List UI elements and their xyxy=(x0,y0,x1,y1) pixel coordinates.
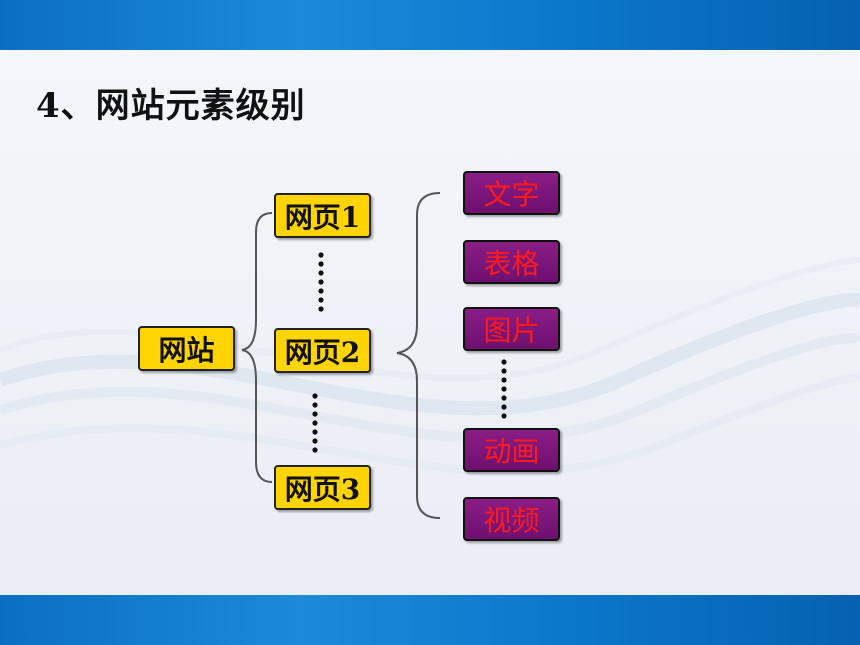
page-node-1: 网页1 xyxy=(274,193,371,238)
page-node-3: 网页3 xyxy=(274,465,371,510)
pages-brace xyxy=(241,212,273,483)
element-node-video: 视频 xyxy=(463,497,560,541)
element-node-animation: 动画 xyxy=(463,428,560,472)
root-node-website: 网站 xyxy=(138,326,235,371)
element-node-image: 图片 xyxy=(463,307,560,351)
element-node-text: 文字 xyxy=(463,171,560,215)
slide-title: 4、网站元素级别 xyxy=(36,86,306,126)
page-node-2: 网页2 xyxy=(274,328,371,373)
bottom-banner xyxy=(0,595,860,645)
page-ellipsis-1 xyxy=(318,252,324,312)
page-ellipsis-2 xyxy=(312,393,318,453)
elements-brace xyxy=(396,192,441,519)
top-banner xyxy=(0,0,860,50)
element-ellipsis xyxy=(501,359,507,419)
element-node-table: 表格 xyxy=(463,240,560,284)
